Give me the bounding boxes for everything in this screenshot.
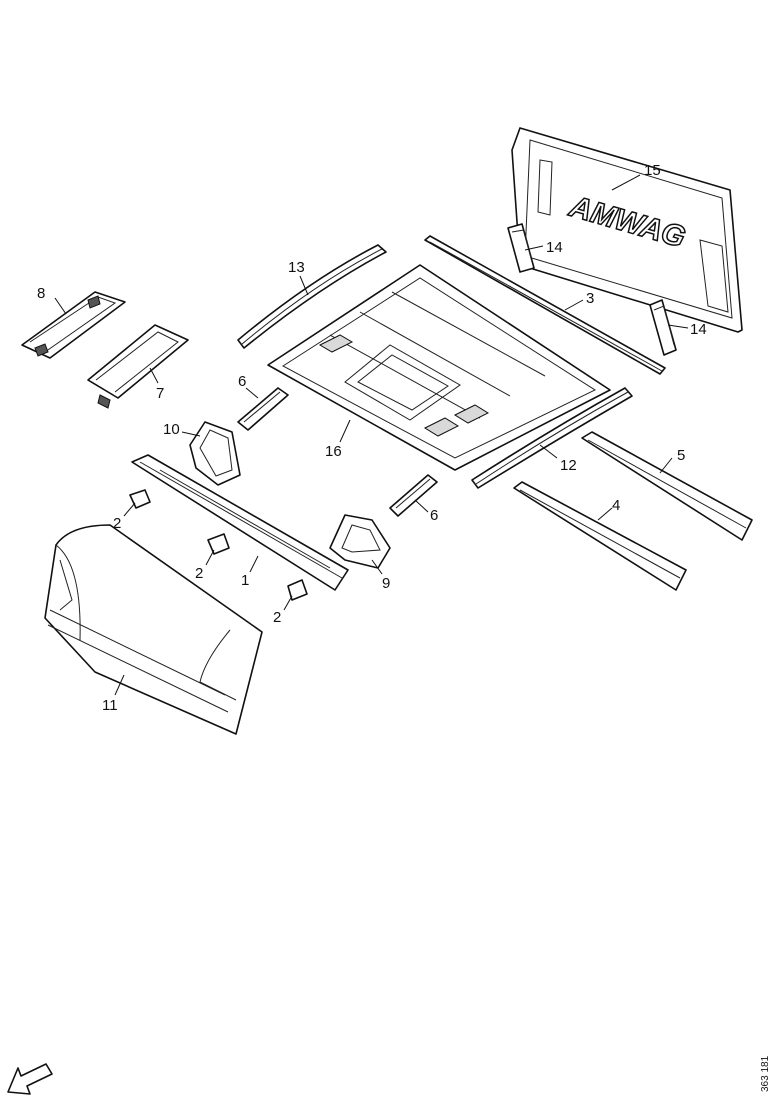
cross-member-part-1	[131, 454, 349, 591]
callout-6-right: 6	[430, 507, 438, 524]
callout-16: 16	[325, 443, 342, 460]
front-panel-part-11	[44, 524, 263, 735]
callout-5: 5	[677, 447, 685, 464]
callout-2-b: 2	[195, 565, 203, 582]
arrow-down-left-icon	[7, 1063, 53, 1095]
callout-12: 12	[560, 457, 577, 474]
reference-code: 363 181	[760, 1055, 771, 1092]
callout-13: 13	[288, 259, 305, 276]
callout-1: 1	[241, 572, 249, 589]
roof-panel-part-16	[267, 264, 611, 471]
bracket-part-7	[87, 324, 189, 409]
frame-bracket-part-8	[21, 291, 126, 359]
bracket-part-14-upper	[507, 223, 535, 273]
bracket-part-14-lower	[649, 299, 677, 356]
callout-8: 8	[37, 285, 45, 302]
callout-4: 4	[612, 497, 620, 514]
callout-9: 9	[382, 575, 390, 592]
mounting-bracket-part-10	[189, 421, 241, 486]
callout-15: 15	[644, 162, 661, 179]
lower-rail-part-4	[513, 481, 687, 591]
callout-7: 7	[156, 385, 164, 402]
rear-panel-part-15: AMWAG	[511, 127, 743, 333]
callout-labels: 15 14 14 3 13 8 7 6 10 16 12 5 4 6 9 1 2…	[37, 162, 707, 714]
callout-11: 11	[102, 697, 118, 714]
curved-rail-part-12	[471, 387, 633, 489]
callout-14-upper: 14	[546, 239, 563, 256]
callout-3: 3	[586, 290, 594, 307]
side-rail-part-3	[424, 235, 666, 375]
lower-rail-part-5	[581, 431, 753, 541]
callout-6-left: 6	[238, 373, 246, 390]
small-bar-part-6-left	[237, 387, 289, 431]
callout-2-c: 2	[273, 609, 281, 626]
leader-lines	[54, 174, 689, 696]
clip-part-2-c	[287, 579, 308, 601]
mounting-bracket-part-9	[329, 514, 391, 569]
callout-10: 10	[163, 421, 180, 438]
callout-14-lower: 14	[690, 321, 707, 338]
small-bar-part-6-right	[389, 474, 438, 517]
clip-part-2-b	[207, 533, 230, 555]
callout-2-a: 2	[113, 515, 121, 532]
curved-rail-part-13	[237, 244, 387, 349]
